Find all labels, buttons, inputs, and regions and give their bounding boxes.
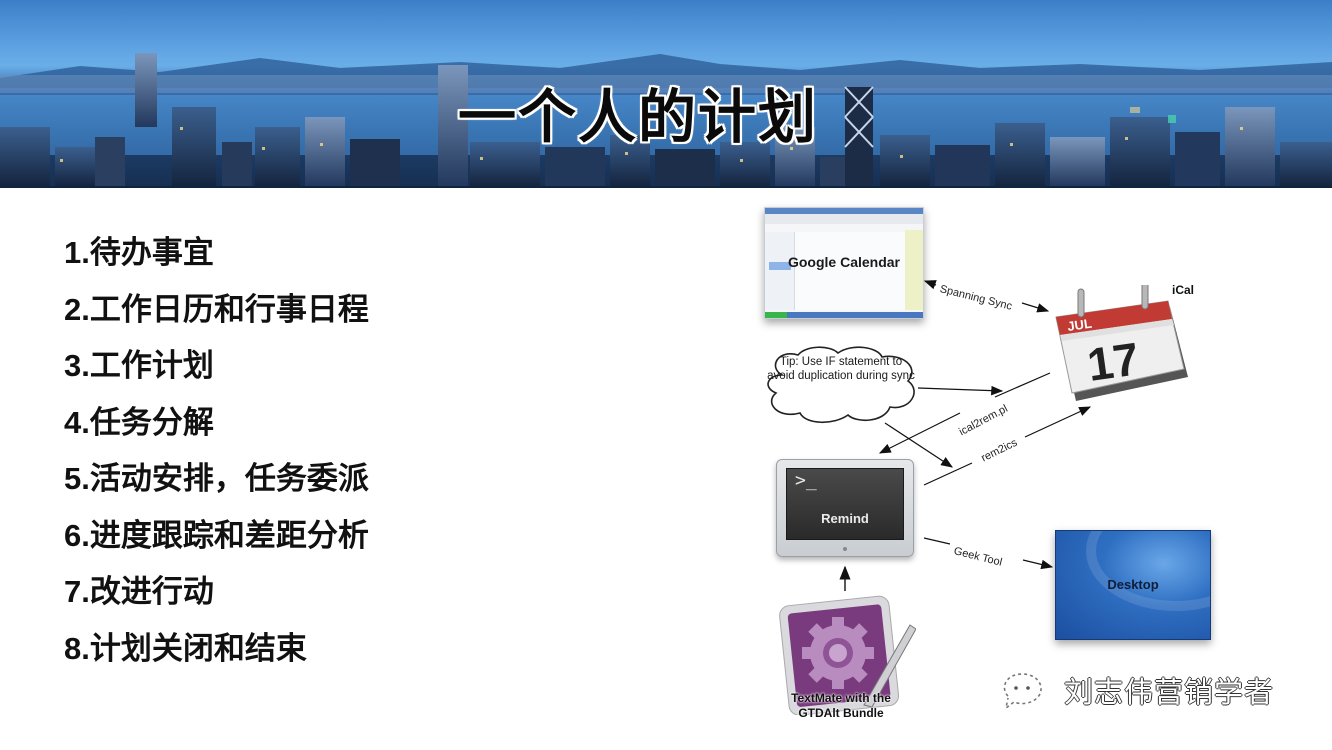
skyline-buildings [0,53,1332,187]
ical-month: JUL [1066,316,1092,334]
remind-label: Remind [821,511,869,526]
today-column [905,230,923,310]
textmate-label-line1: TextMate with the [791,691,891,705]
thought-cloud-icon [767,346,915,424]
item-number: 5. [64,461,90,496]
item-number: 8. [64,630,90,666]
item-number: 3. [64,348,90,383]
list-item: 1.待办事宜 [64,228,369,285]
header-banner: 一个人的计划 [0,0,1332,187]
item-number: 6. [64,517,90,553]
textmate-label: TextMate with the GTDAlt Bundle [766,691,916,721]
item-text: 活动安排，任务委派 [89,461,369,497]
item-text: 工作计划 [89,348,214,384]
watermark: 刘志伟营销学者 [998,668,1274,712]
browser-menubar [765,214,923,224]
item-text: 改进行动 [89,574,214,610]
list-item: 2.工作日历和行事日程 [64,285,369,342]
item-text: 计划关闭和结束 [89,630,307,667]
item-text: 进度跟踪和差距分析 [89,517,369,554]
item-number: 2. [64,291,90,327]
google-calendar-label: Google Calendar [787,254,901,270]
list-item: 5.活动安排，任务委派 [64,454,369,511]
monitor-power-led [843,547,847,551]
slide-title: 一个人的计划 [458,83,819,151]
sync-workflow-diagram: Google Calendar JUL 17 iCal Tip: Use IF … [740,195,1300,735]
ical-label: iCal [1172,283,1195,297]
item-text: 待办事宜 [89,235,214,271]
item-number: 7. [64,574,90,609]
item-number: 4. [64,404,90,440]
watermark-text: 刘志伟营销学者 [1064,675,1275,709]
list-item: 7.改进行动 [64,567,369,624]
item-number: 1. [64,235,90,270]
calendar-sidebar [765,232,795,310]
calendar-icon: JUL 17 [1055,285,1188,401]
google-calendar-node: Google Calendar [764,207,924,319]
list-item: 8.计划关闭和结束 [64,624,369,681]
tip-text: Tip: Use IF statement to avoid duplicati… [767,356,915,382]
ical-day: 17 [1084,332,1142,391]
textmate-gear-pen-icon [779,595,916,715]
terminal-prompt: >_ [795,470,817,491]
list-item: 4.任务分解 [64,398,369,455]
browser-statusbar [765,312,923,318]
wechat-icon [1003,673,1042,710]
list-item: 3.工作计划 [64,341,369,398]
sidebar-selection [769,262,791,270]
desktop-label: Desktop [1107,577,1159,592]
banner-divider [0,186,1332,188]
list-item: 6.进度跟踪和差距分析 [64,511,369,568]
browser-titlebar [765,208,923,214]
desktop-node: Desktop [1055,530,1211,640]
item-text: 工作日历和行事日程 [89,291,369,328]
calendar-grid [795,232,905,310]
item-text: 任务分解 [89,404,214,441]
remind-node: >_ Remind [776,459,914,557]
plan-steps-list: 1.待办事宜 2.工作日历和行事日程 3.工作计划 4.任务分解 5.活动安排，… [64,228,369,680]
diagram-arrows [839,280,1092,591]
wallpaper-swirl [1086,531,1210,611]
textmate-label-line2: GTDAlt Bundle [798,706,884,720]
terminal-screen: >_ Remind [786,468,904,540]
